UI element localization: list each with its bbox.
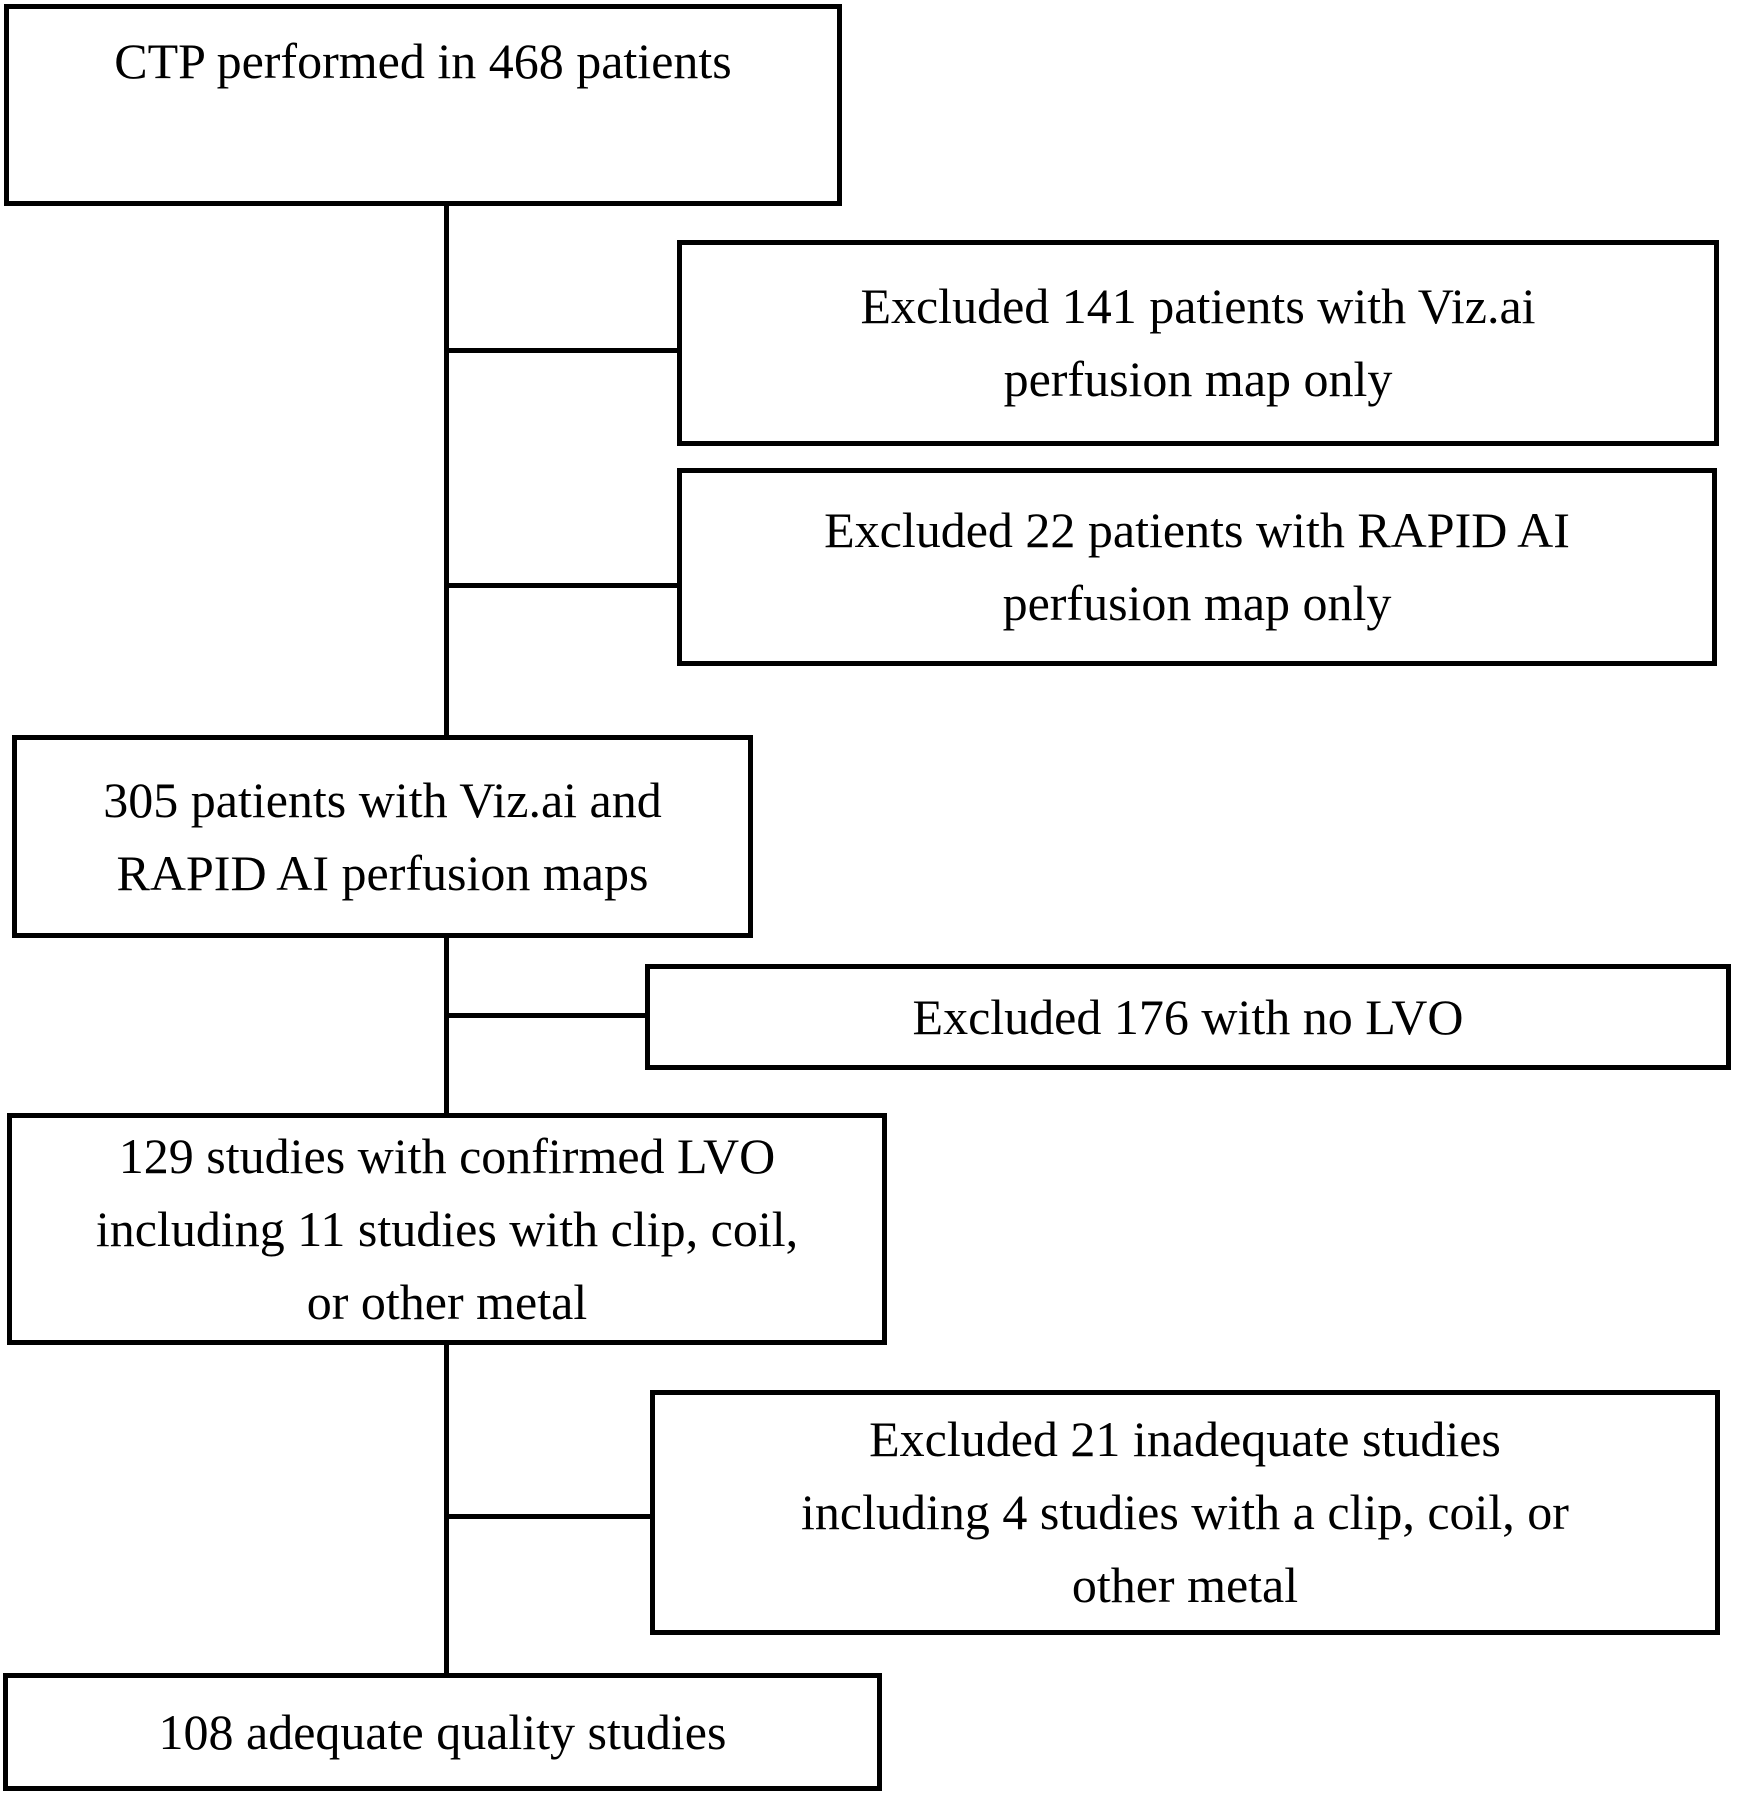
connector-branch-excluded-22 xyxy=(448,583,678,588)
node-excluded-141-vizai: Excluded 141 patients with Viz.ai perfus… xyxy=(677,240,1719,446)
node-text: other metal xyxy=(1071,1557,1299,1613)
node-text: 108 adequate quality studies xyxy=(158,1703,727,1760)
node-text: CTP performed in 468 patients xyxy=(114,33,732,89)
connector-branch-excluded-21 xyxy=(448,1514,651,1519)
connector-305-to-129 xyxy=(444,936,449,1115)
node-text: Excluded 21 inadequate studies xyxy=(869,1411,1501,1467)
node-ctp-performed: CTP performed in 468 patients xyxy=(4,4,842,206)
node-305-both-maps: 305 patients with Viz.ai and RAPID AI pe… xyxy=(12,735,753,938)
node-text: perfusion map only xyxy=(1003,351,1393,407)
node-text: or other metal xyxy=(306,1273,588,1330)
node-text: including 4 studies with a clip, coil, o… xyxy=(801,1484,1569,1540)
connector-ctp-to-305 xyxy=(444,205,449,737)
node-108-adequate: 108 adequate quality studies xyxy=(3,1673,882,1791)
connector-129-to-108 xyxy=(444,1343,449,1675)
node-text: including 11 studies with clip, coil, xyxy=(95,1200,799,1257)
node-text: RAPID AI perfusion maps xyxy=(116,844,649,901)
node-text: 129 studies with confirmed LVO xyxy=(118,1127,776,1184)
connector-branch-excluded-176 xyxy=(448,1013,646,1018)
node-excluded-21-inadequate: Excluded 21 inadequate studies including… xyxy=(650,1390,1720,1635)
node-text: 305 patients with Viz.ai and xyxy=(103,771,662,828)
node-129-confirmed-lvo: 129 studies with confirmed LVO including… xyxy=(7,1113,887,1345)
node-excluded-22-rapid: Excluded 22 patients with RAPID AI perfu… xyxy=(677,468,1717,666)
node-text: Excluded 22 patients with RAPID AI xyxy=(824,502,1570,558)
node-excluded-176-no-lvo: Excluded 176 with no LVO xyxy=(645,964,1731,1070)
connector-branch-excluded-141 xyxy=(448,348,678,353)
node-text: perfusion map only xyxy=(1002,575,1392,631)
node-text: Excluded 141 patients with Viz.ai xyxy=(860,278,1536,334)
node-text: Excluded 176 with no LVO xyxy=(912,988,1464,1045)
